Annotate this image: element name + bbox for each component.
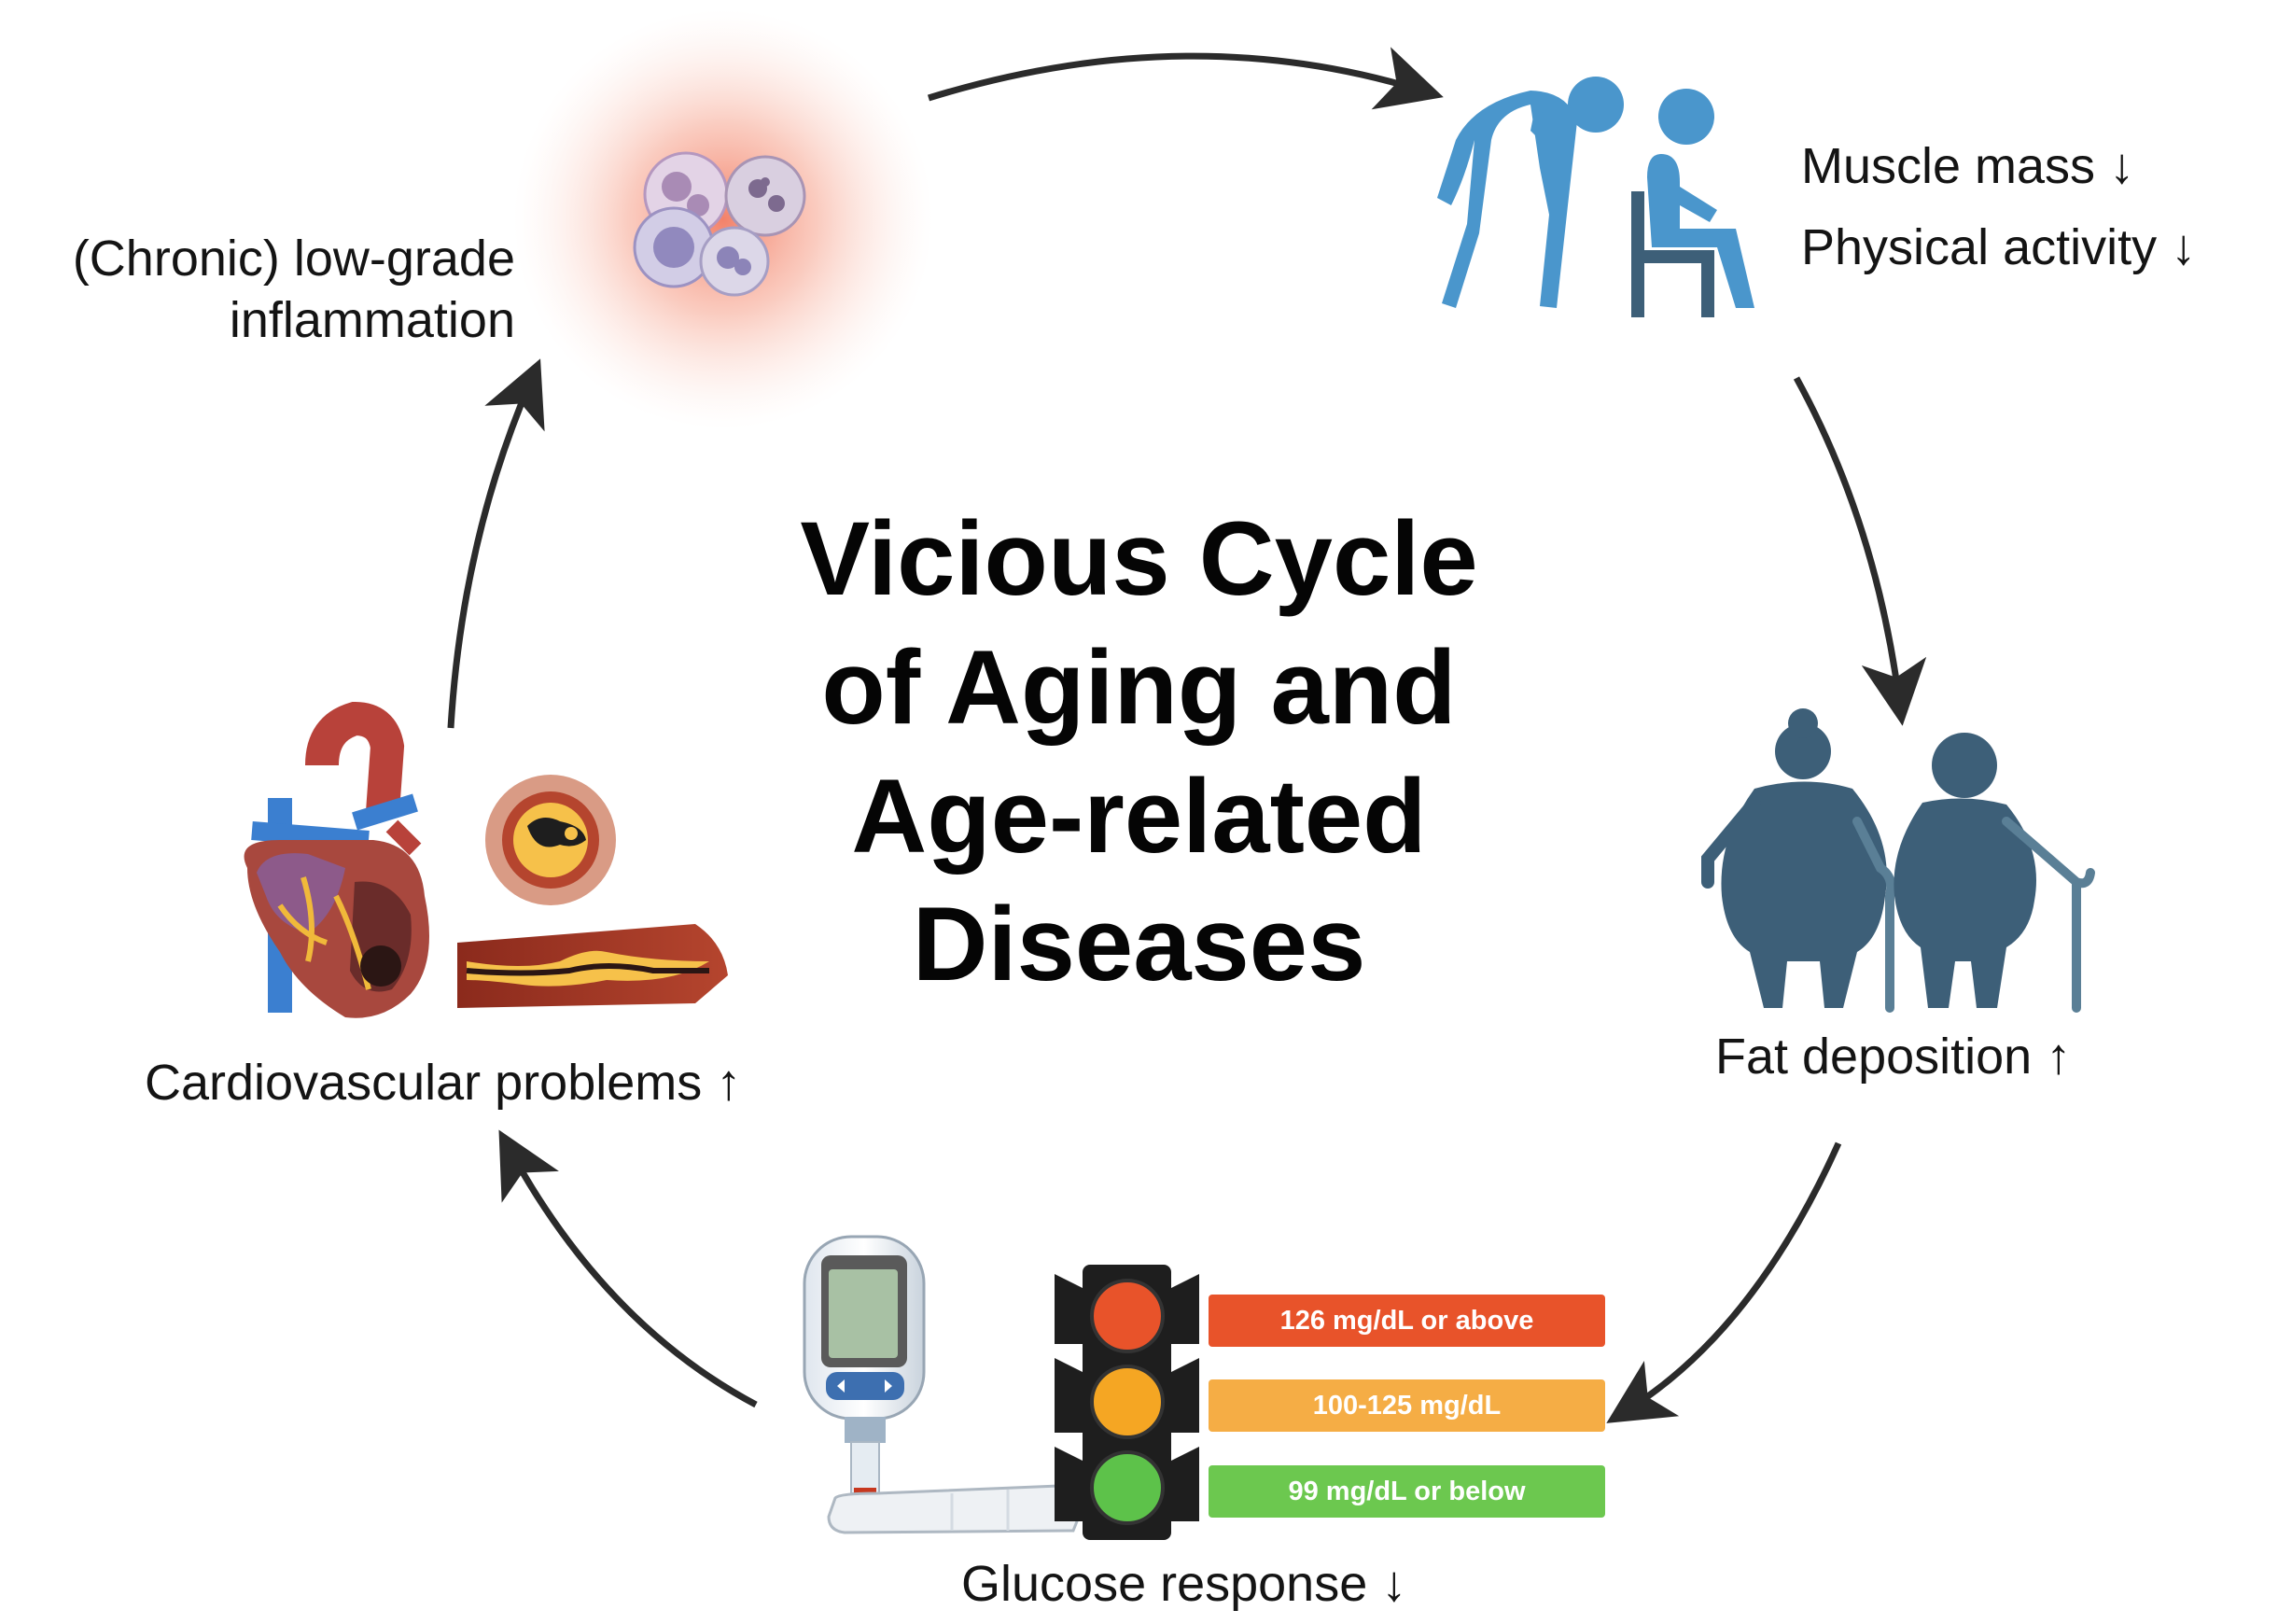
glucose-meter-icon <box>803 1235 926 1497</box>
glucose-level-label: 126 mg/dL or above <box>1279 1305 1534 1336</box>
walking-cane-icon <box>2002 817 2095 1013</box>
elderly-bent-person-icon <box>1437 77 1624 308</box>
glucose-level-bar: 99 mg/dL or below <box>1209 1465 1605 1518</box>
fat-deposition-label: Fat deposition ↑ <box>1715 1029 2072 1085</box>
arrow-glucose-to-cardio <box>498 1129 758 1408</box>
arrow-muscle-to-fat <box>1793 376 1927 726</box>
muscle-activity-label: Muscle mass ↓ Physical activity ↓ <box>1801 138 2197 276</box>
title-line: Diseases <box>912 886 1366 1003</box>
glucose-level-label: 100-125 mg/dL <box>1312 1390 1502 1421</box>
traffic-light-icon <box>1055 1265 1199 1540</box>
diagram-title: Vicious Cycle of Aging and Age-related D… <box>0 495 2278 1009</box>
arrow-inflammation-to-muscle <box>927 47 1444 110</box>
title-line: of Aging and <box>821 628 1457 746</box>
elderly-man-icon <box>1894 733 2036 1008</box>
arrow-fat-to-glucose <box>1606 1141 1842 1423</box>
seated-person-icon <box>1631 89 1754 317</box>
elderly-woman-icon <box>1701 708 1887 1008</box>
title-line: Vicious Cycle <box>800 500 1478 617</box>
walking-cane-icon <box>1852 817 1896 1013</box>
glucose-response-label: Glucose response ↓ <box>961 1556 1407 1612</box>
inflammation-cells-icon <box>513 9 933 429</box>
inflammation-label: (Chronic) low-grade inflammation <box>72 231 515 348</box>
artery-cross-section-icon <box>485 775 616 905</box>
clogged-artery-icon <box>457 924 728 1008</box>
glucose-level-bar: 100-125 mg/dL <box>1209 1379 1605 1432</box>
glucose-level-bar: 126 mg/dL or above <box>1209 1295 1605 1347</box>
cardiovascular-label: Cardiovascular problems ↑ <box>145 1055 742 1111</box>
title-line: Age-related <box>851 757 1427 875</box>
finger-icon <box>827 1484 1084 1534</box>
heart-icon <box>244 701 429 1018</box>
glucose-level-label: 99 mg/dL or below <box>1288 1476 1526 1506</box>
arrow-cardio-to-inflammation <box>447 358 545 729</box>
